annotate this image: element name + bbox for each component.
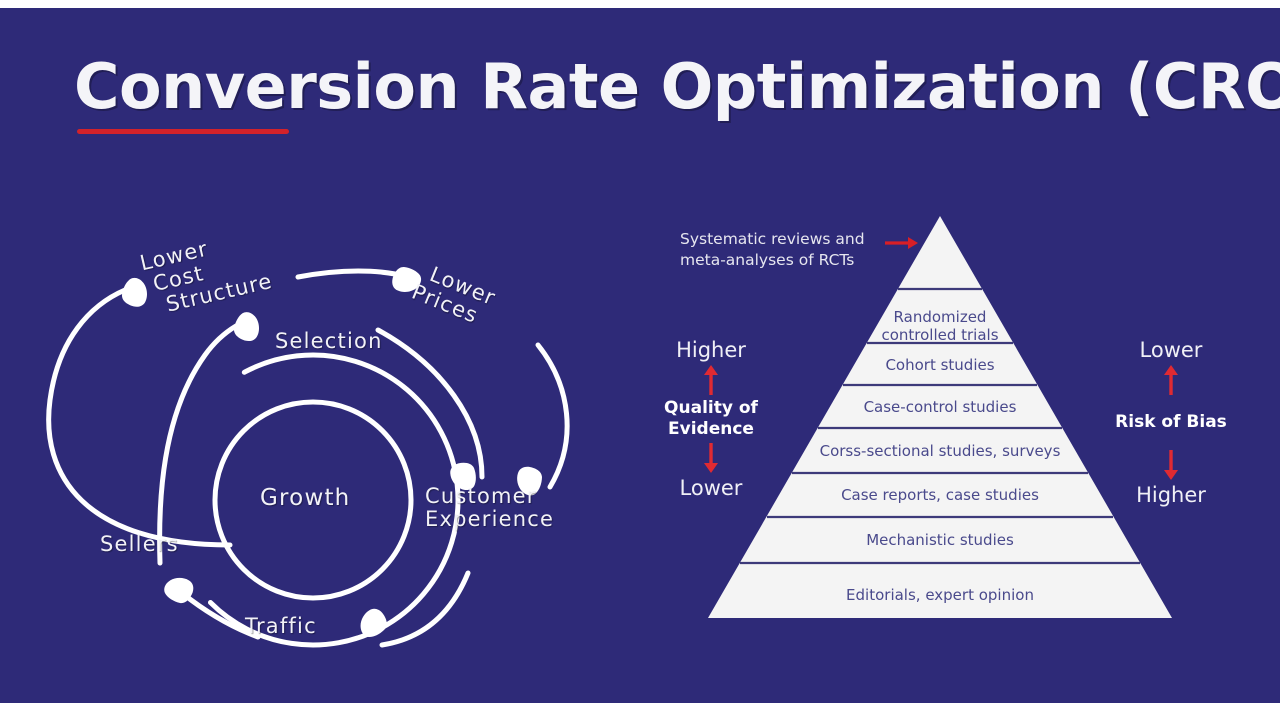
axis-quality-of-evidence: Higher Quality of Evidence Lower xyxy=(636,338,786,500)
arrow-up-icon xyxy=(1164,365,1178,395)
axis-left-title-line: Quality of xyxy=(664,398,758,418)
callout-arrow-icon xyxy=(885,237,918,249)
flywheel-node-line: Experience xyxy=(425,507,555,531)
axis-left-title: Quality of Evidence xyxy=(636,398,786,440)
axis-risk-of-bias: Lower Risk of Bias Higher xyxy=(1096,338,1246,507)
flywheel-inner-circle xyxy=(212,399,414,601)
flywheel-svg xyxy=(46,262,570,648)
arrow-down-icon xyxy=(1164,450,1178,480)
flywheel-node-customer-experience: Customer Experience xyxy=(425,485,554,531)
arc-lowerprices-to-customer xyxy=(535,342,570,490)
flywheel-center-label: Growth xyxy=(260,485,351,511)
callout-line: Systematic reviews and xyxy=(680,230,865,248)
axis-left-top-label: Higher xyxy=(676,338,746,362)
axis-right-top-label: Lower xyxy=(1139,338,1203,362)
arc-sellers-to-lower-cost xyxy=(46,287,233,548)
pyramid-apex-callout: Systematic reviews and meta-analyses of … xyxy=(680,229,880,271)
callout-line: meta-analyses of RCTs xyxy=(680,251,855,269)
axis-left-title-line: Evidence xyxy=(668,419,754,439)
title-underline xyxy=(77,129,289,134)
flywheel-node-selection: Selection xyxy=(275,329,383,353)
growth-flywheel-diagram: Lower Cost Structure Lower Prices Select… xyxy=(30,225,630,675)
page-title: Conversion Rate Optimization (CRO) xyxy=(74,50,1280,123)
arc-selection-to-customer xyxy=(375,327,485,480)
arc-lowercost-to-lowerprices xyxy=(295,268,411,280)
flywheel-node-traffic: Traffic xyxy=(245,614,317,638)
axis-right-bottom-label: Higher xyxy=(1136,483,1206,507)
arrowhead-selection xyxy=(229,308,267,346)
title-block: Conversion Rate Optimization (CRO) xyxy=(74,50,1280,150)
flywheel-node-sellers: Sellers xyxy=(100,532,179,556)
axis-left-bottom-label: Lower xyxy=(679,476,743,500)
pyramid-svg xyxy=(708,216,1172,618)
arrow-down-icon xyxy=(704,443,718,473)
axis-right-title: Risk of Bias xyxy=(1096,412,1246,433)
arrow-up-icon xyxy=(704,365,718,395)
arc-sellers-to-selection xyxy=(157,323,239,566)
axis-right-title-line: Risk of Bias xyxy=(1115,412,1227,432)
arc-customer-to-traffic xyxy=(379,570,471,648)
flywheel-node-line: Customer xyxy=(425,484,537,508)
